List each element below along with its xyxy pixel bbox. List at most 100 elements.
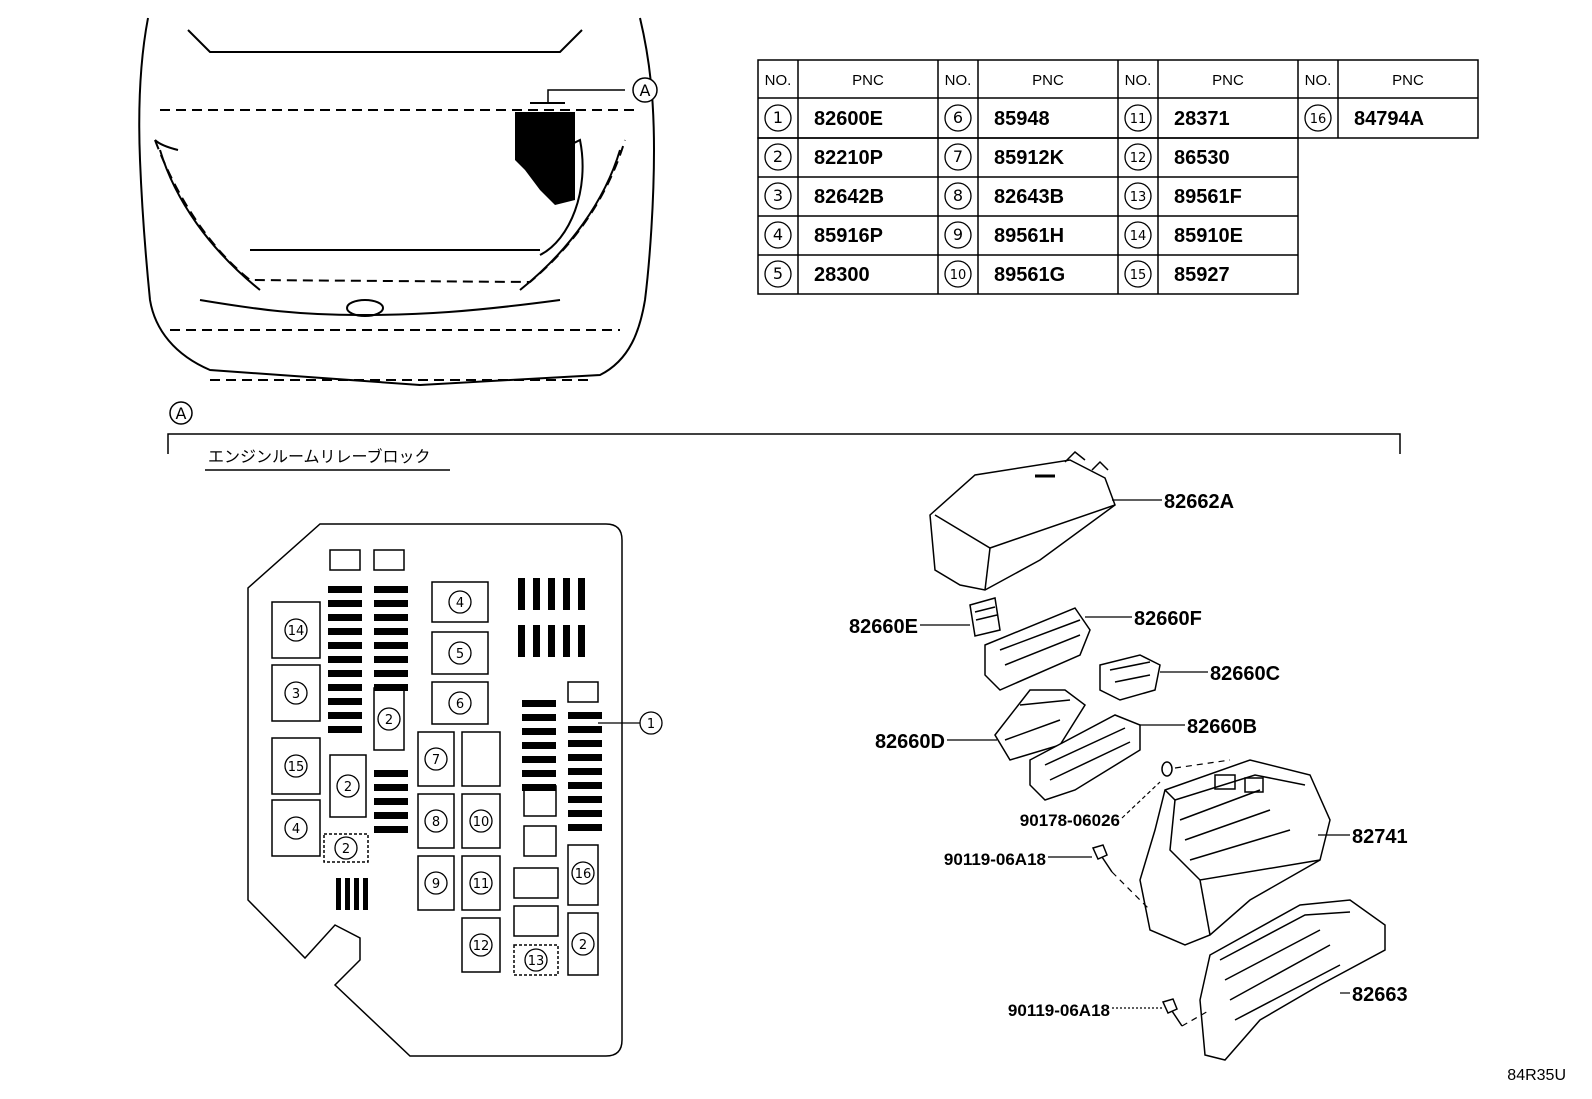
table-row-number-circle	[764, 104, 792, 132]
blade-fuse	[568, 726, 602, 733]
table-row-number: 9	[953, 225, 963, 244]
blade-fuse	[374, 812, 408, 819]
blade-fuse	[522, 742, 556, 749]
table-row-number-circle	[1124, 182, 1152, 210]
fuse-no-4-right: 4	[456, 596, 464, 611]
fuse-no-13: 13	[528, 954, 545, 969]
blade-fuse	[533, 625, 540, 657]
relay-block-lower-cover	[1199, 899, 1386, 1061]
table-row-number-circle	[1124, 104, 1152, 132]
clip-90178	[1161, 761, 1173, 777]
section-a-marker-label: A	[176, 404, 187, 423]
section-bracket	[167, 433, 1401, 454]
blade-fuse	[328, 698, 362, 705]
blade-fuse	[374, 798, 408, 805]
table-row-number: 6	[953, 108, 963, 127]
blade-fuse	[374, 770, 408, 777]
fuse-number-labels: 14 3 15 4 2 2 2 4 5 6 7 8 9 10 11 12 13 …	[288, 596, 655, 969]
blade-fuse	[336, 878, 341, 910]
leader-lines	[920, 499, 1350, 1009]
label-82662a: 82662A	[1164, 491, 1234, 513]
table-row-number: 5	[773, 264, 783, 283]
blade-fuse	[568, 712, 602, 719]
diagram-code: 84R35U	[1507, 1067, 1566, 1084]
blade-fuse	[328, 670, 362, 677]
blade-fuse	[533, 578, 540, 610]
part-labels: 82662A 82660E 82660F 82660C 82660D 82660…	[849, 491, 1408, 1020]
table-row-pnc: 82642B	[814, 186, 884, 208]
section-title: エンジンルームリレーブロック	[208, 447, 431, 466]
fuse-no-8: 8	[432, 815, 440, 830]
blade-fuse	[374, 600, 408, 607]
fuse-no-6: 6	[456, 697, 464, 712]
relay-block-cover	[929, 450, 1116, 591]
blade-fuse	[374, 826, 408, 833]
connector-82660f	[984, 607, 1091, 691]
blade-fuse	[328, 600, 362, 607]
table-header-pnc: PNC	[1212, 72, 1244, 89]
blade-fuse	[522, 756, 556, 763]
blade-fuse	[328, 614, 362, 621]
table-row-number: 3	[773, 186, 783, 205]
blade-fuse	[328, 712, 362, 719]
table-row-number: 13	[1130, 190, 1147, 205]
connector-82660c	[1099, 654, 1161, 701]
blade-fuse	[328, 586, 362, 593]
label-82741: 82741	[1352, 826, 1408, 848]
table-row-number: 7	[953, 147, 963, 166]
connector-82660e	[969, 597, 1001, 637]
label-82660b: 82660B	[1187, 716, 1257, 738]
fuse-no-7: 7	[432, 753, 440, 768]
fuse-number-circles	[284, 590, 663, 972]
table-header-pnc: PNC	[1392, 72, 1424, 89]
blade-fuse	[374, 784, 408, 791]
blade-fuse	[345, 878, 350, 910]
table-row-pnc: 89561F	[1174, 186, 1242, 208]
table-row-number-circle	[944, 143, 972, 171]
label-90178-06026: 90178-06026	[1020, 811, 1120, 830]
relay-block-box	[1139, 759, 1331, 946]
fuse-no-9: 9	[432, 877, 440, 892]
blade-fuse	[563, 625, 570, 657]
blade-fuse	[563, 578, 570, 610]
table-row-number-circle	[764, 143, 792, 171]
table-row-number-circle	[764, 260, 792, 288]
blade-fuse	[518, 578, 525, 610]
blade-fuse	[374, 586, 408, 593]
blade-fuse	[568, 768, 602, 775]
blade-fuse	[354, 878, 359, 910]
connector-82660b	[1029, 714, 1141, 801]
label-82660e: 82660E	[849, 616, 918, 638]
blade-fuse	[374, 684, 408, 691]
table-row-pnc: 85912K	[994, 147, 1065, 169]
view-a-callout	[632, 77, 658, 103]
label-82660c: 82660C	[1210, 663, 1280, 685]
fuse-no-4-left: 4	[292, 822, 300, 837]
label-82660f: 82660F	[1134, 608, 1202, 630]
pnc-table	[757, 59, 1479, 295]
fuse-no-2-c: 2	[385, 713, 393, 728]
blade-fuse	[374, 642, 408, 649]
table-row-number-circle	[1124, 221, 1152, 249]
fuse-block-outline	[247, 523, 623, 1057]
table-row-number-circle	[944, 104, 972, 132]
table-header-no: NO.	[765, 72, 792, 89]
relay-block-location-marker	[515, 112, 575, 205]
table-row-pnc: 82600E	[814, 108, 883, 130]
table-row-pnc: 82643B	[994, 186, 1064, 208]
blade-fuse	[328, 628, 362, 635]
section-a-marker	[169, 401, 193, 425]
fuse-no-2-a: 2	[344, 780, 352, 795]
table-row-number-circle	[1124, 260, 1152, 288]
table-row-number: 12	[1130, 151, 1147, 166]
fuse-no-2-b: 2	[342, 842, 350, 857]
fuse-no-3: 3	[292, 687, 300, 702]
table-row-number-circle	[944, 182, 972, 210]
bolt-lower	[1161, 998, 1183, 1027]
blade-fuse	[568, 782, 602, 789]
blade-fuse	[568, 740, 602, 747]
table-row-number: 16	[1310, 112, 1327, 127]
fuse-no-15: 15	[288, 760, 305, 775]
